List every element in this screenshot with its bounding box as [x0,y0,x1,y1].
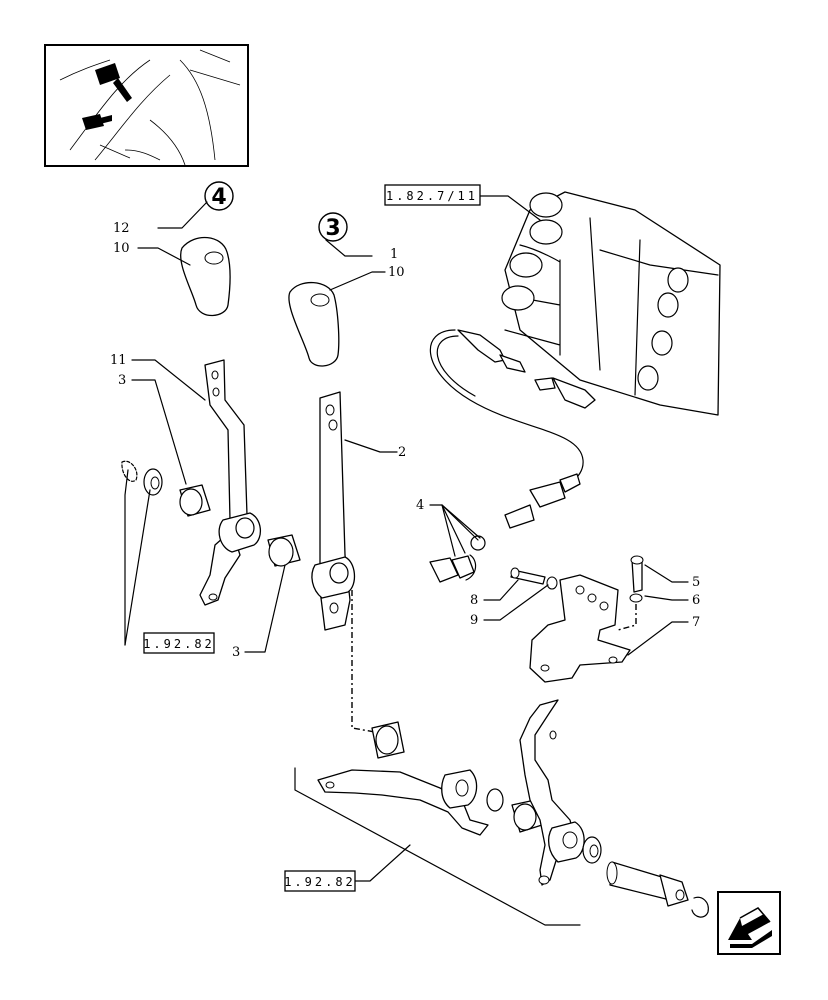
left-knob [180,236,231,317]
callout-4: 4 [416,498,424,513]
mounting-bracket [529,555,644,683]
callout-3-left: 3 [118,373,126,388]
inset-thumbnail [44,44,249,167]
callout-8: 8 [470,593,478,608]
clevis-parts [429,554,477,583]
middle-bushing [267,534,301,567]
callout-1: 1 [390,247,398,262]
svg-text:1.92.82: 1.92.82 [284,875,356,889]
callout-10-left: 10 [113,241,130,256]
svg-text:1.82.7/11: 1.82.7/11 [386,189,478,203]
callout-11: 11 [110,353,127,368]
leader-lines [124,195,689,926]
callout-6: 6 [692,593,700,608]
center-line [351,590,376,733]
callout-7: 7 [692,615,700,630]
ref-box-left[interactable]: 1.92.82 [143,632,215,654]
control-cable [429,329,584,551]
badge-4: 4 [204,181,234,211]
callout-10-right: 10 [388,265,405,280]
left-bushing [121,460,211,517]
callout-3-bottom: 3 [232,645,240,660]
lever-knob-icon [95,63,120,85]
callout-5: 5 [692,575,700,590]
badge-3: 3 [318,212,348,242]
callout-2: 2 [398,445,406,460]
back-arrow-icon[interactable] [717,891,781,955]
right-knob [288,281,340,367]
right-lever [311,391,356,631]
svg-text:3: 3 [325,216,340,241]
callout-9: 9 [470,613,478,628]
valve-block [501,191,721,416]
lower-linkage [317,699,709,918]
svg-text:4: 4 [211,185,226,210]
ref-box-valve-block[interactable]: 1.82.7/11 [384,184,481,206]
left-lever [199,359,261,606]
callout-12: 12 [113,221,130,236]
ref-box-bottom[interactable]: 1.92.82 [284,870,356,892]
svg-text:1.92.82: 1.92.82 [143,637,215,651]
bolt-and-washer [510,567,558,590]
callout-labels: 12 10 1 10 11 3 2 3 4 8 9 5 6 7 [110,221,700,660]
